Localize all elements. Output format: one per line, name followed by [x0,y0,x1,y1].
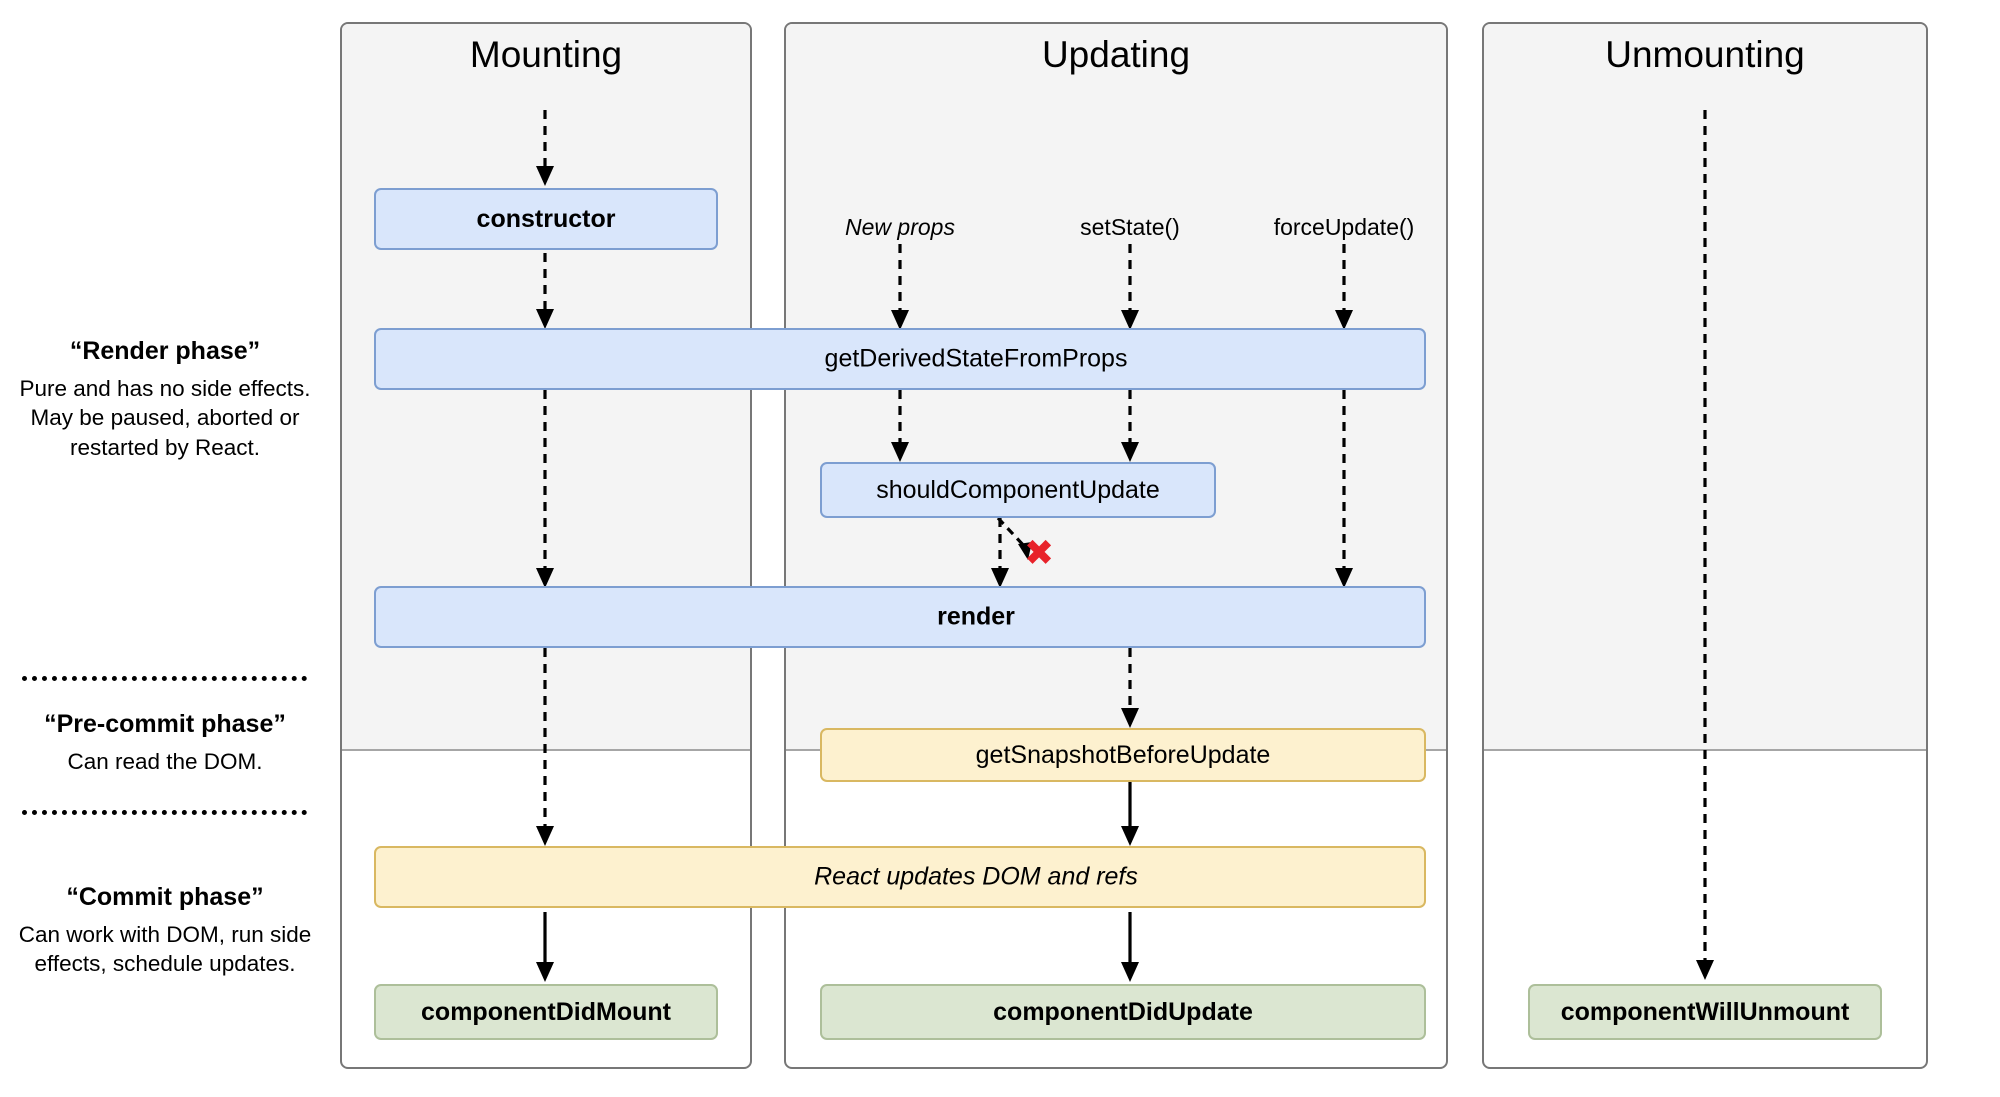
phase-title-pre-commit: “Pre-commit phase” [44,710,286,738]
lifecycle-label-get-derived-state-from-props: getDerivedStateFromProps [824,344,1128,373]
lifecycle-box-render[interactable]: render [374,586,1426,648]
lifecycle-box-get-snapshot-before-update[interactable]: getSnapshotBeforeUpdate [820,728,1426,782]
arrow-get-derived-state-to-should-component-update-right [1116,390,1144,464]
phase-label-render: “Render phase” Pure and has no side effe… [15,337,315,462]
lifecycle-box-constructor[interactable]: constructor [374,188,718,250]
lifecycle-box-component-did-update[interactable]: componentDidUpdate [820,984,1426,1040]
lifecycle-box-get-derived-state-from-props[interactable]: getDerivedStateFromProps [374,328,1426,390]
column-title-updating: Updating [1041,34,1191,75]
arrow-get-snapshot-to-dom-updates [1116,780,1144,848]
lifecycle-label-constructor: constructor [476,204,616,233]
lifecycle-box-component-will-unmount[interactable]: componentWillUnmount [1528,984,1882,1040]
arrow-dom-updates-to-component-did-update [1116,912,1144,984]
lifecycle-label-component-did-update: componentDidUpdate [993,997,1253,1026]
arrow-new-props-to-get-derived-state [886,244,914,332]
arrow-get-derived-state-to-should-component-update-left [886,390,914,464]
trigger-label-new-props: New props [845,214,955,240]
column-title-mounting: Mounting [469,34,623,75]
arrow-should-component-update-abort [996,516,1048,568]
phase-divider-bottom [22,810,307,815]
lifecycle-box-react-updates-dom-and-refs: React updates DOM and refs [374,846,1426,908]
phase-description-render: Pure and has no side effects. May be pau… [19,376,311,460]
phase-description-commit: Can work with DOM, run side effects, sch… [18,922,312,977]
lifecycle-label-render: render [937,602,1015,631]
lifecycle-label-component-did-mount: componentDidMount [421,997,671,1026]
phase-title-render: “Render phase” [69,337,261,365]
phase-divider-top [22,676,307,681]
arrow-set-state-to-get-derived-state [1116,244,1144,332]
phase-title-commit: “Commit phase” [66,883,264,911]
arrow-constructor-to-get-derived-state [531,253,559,331]
lifecycle-label-react-updates-dom-and-refs: React updates DOM and refs [814,862,1138,891]
arrow-force-update-to-get-derived-state [1330,244,1358,332]
arrow-force-update-bypass-to-render [1330,390,1358,590]
phase-label-pre-commit: “Pre-commit phase” Can read the DOM. [15,710,315,776]
arrow-mounting-start-to-constructor [531,110,559,188]
lifecycle-label-get-snapshot-before-update: getSnapshotBeforeUpdate [975,740,1271,769]
lifecycle-box-component-did-mount[interactable]: componentDidMount [374,984,718,1040]
arrow-render-to-get-snapshot-before-update [1116,648,1144,730]
arrow-dom-updates-to-component-did-mount [531,912,559,984]
trigger-label-set-state: setState() [1080,214,1180,240]
lifecycle-box-should-component-update[interactable]: shouldComponentUpdate [820,462,1216,518]
arrow-should-component-update-to-render [986,518,1014,590]
lifecycle-label-component-will-unmount: componentWillUnmount [1560,997,1850,1026]
column-title-unmounting: Unmounting [1605,34,1805,75]
arrow-unmounting-to-component-will-unmount [1691,110,1719,982]
abort-x-icon: ✖ [1024,532,1055,573]
arrow-get-derived-state-to-render-mounting [531,390,559,590]
arrow-render-to-dom-updates-mounting [531,648,559,848]
phase-label-commit: “Commit phase” Can work with DOM, run si… [15,883,315,979]
phase-description-pre-commit: Can read the DOM. [67,749,263,774]
lifecycle-label-should-component-update: shouldComponentUpdate [876,475,1160,504]
trigger-label-force-update: forceUpdate() [1273,214,1415,240]
